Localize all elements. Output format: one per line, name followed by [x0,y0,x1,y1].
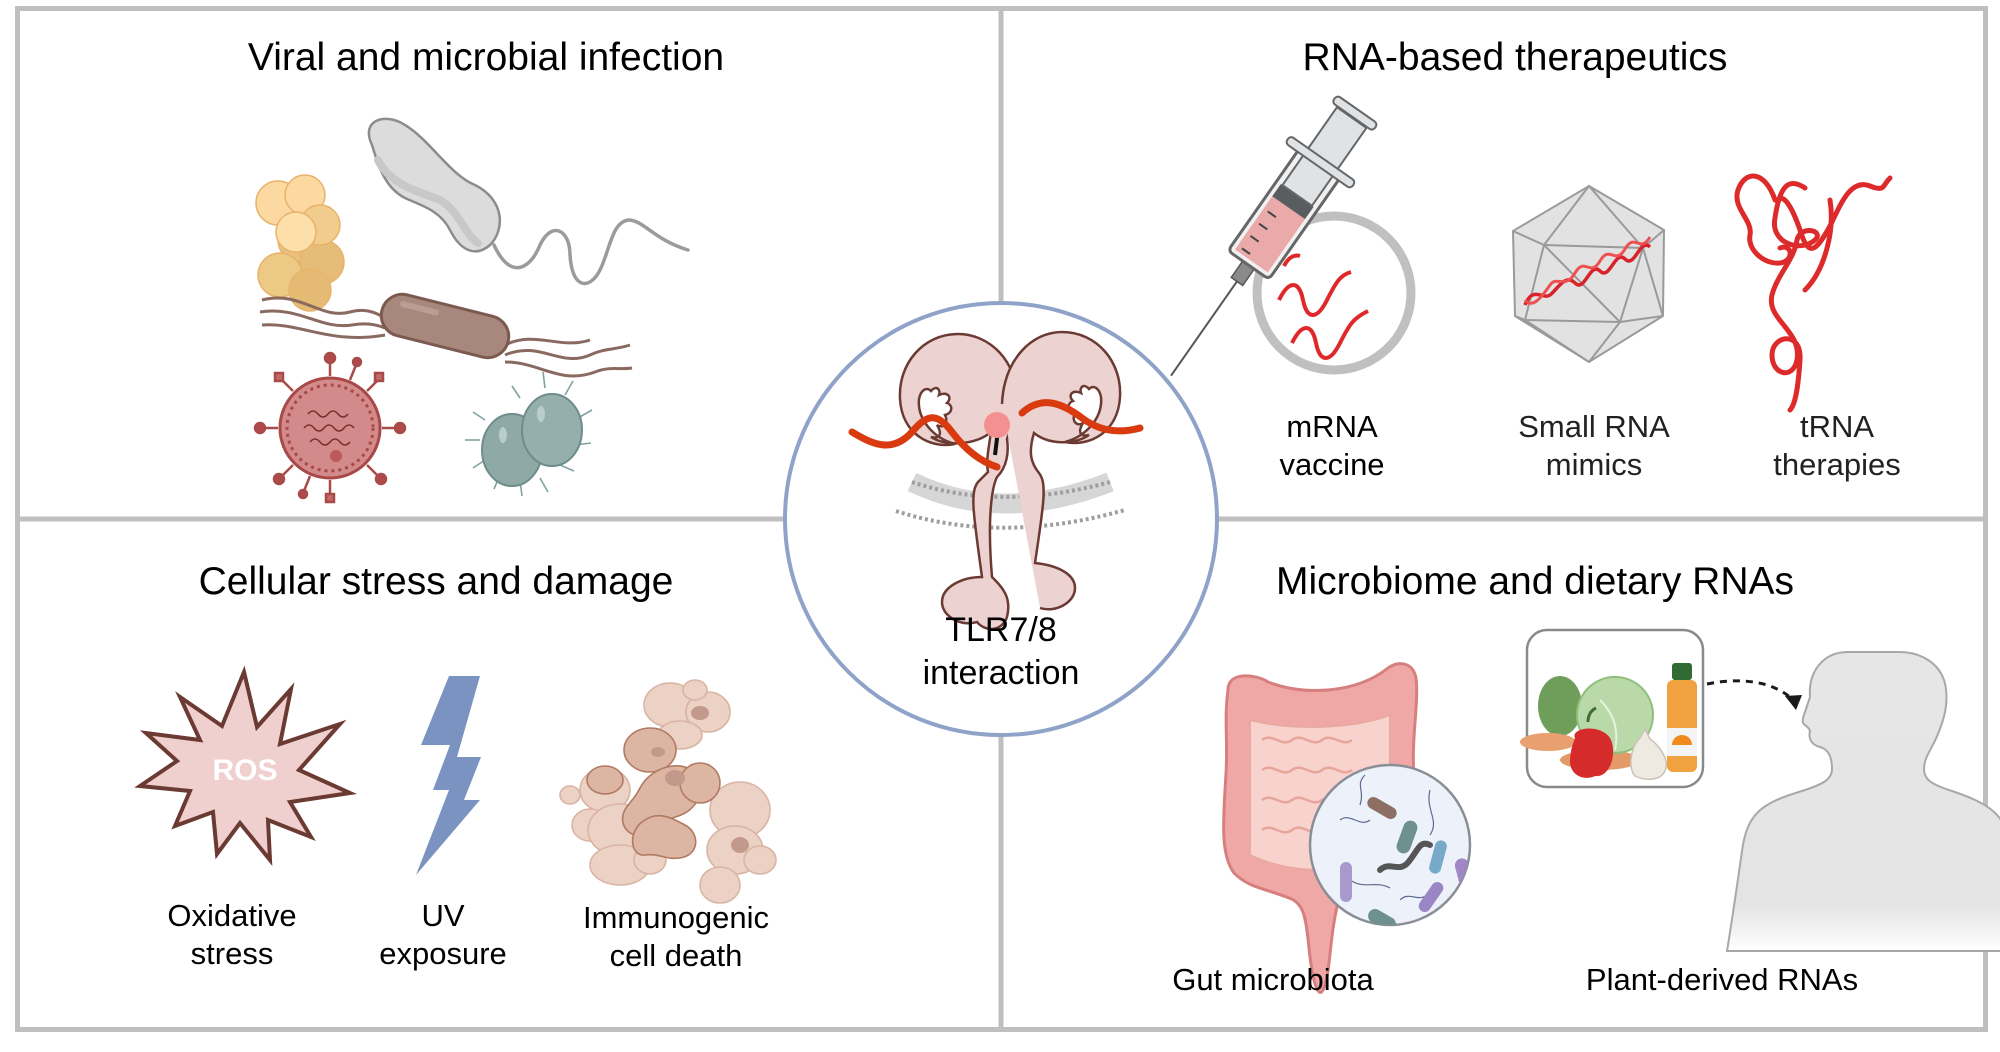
item-label: Oxidative [167,898,296,933]
panel-title: RNA-based therapeutics [1303,36,1728,79]
icosahedron-rna-icon [1511,184,1666,364]
food-to-human-icon [1520,628,2000,952]
center-tlr-badge: TLR7/8 interaction [783,301,1219,737]
staphylococcus-cluster-icon [255,174,345,312]
item-label: UV [421,898,464,933]
human-figure-icon [1725,650,2000,952]
ros-badge: ROS [212,754,277,787]
lightning-bolt-icon [416,676,481,875]
item-label: Plant-derived RNAs [1586,962,1858,997]
panel-therapeutics: RNA-based therapeutics mRNA vaccine [1170,36,1901,482]
trna-strand-icon [1734,173,1893,413]
item-label: exposure [379,936,507,971]
food-items [1520,663,1697,781]
ligand-icon [984,412,1010,438]
panel-title: Microbiome and dietary RNAs [1276,560,1794,603]
item-label: therapies [1773,447,1901,482]
item-label: Small RNA [1518,409,1670,444]
panel-viral: Viral and microbial infection [248,36,724,504]
flagellated-bacterium-icon [367,117,690,286]
rod-bacterium-icon [259,292,633,378]
ros-burst-icon: ROS [134,665,358,867]
item-label: mRNA [1286,409,1378,444]
panel-stress: Cellular stress and damage ROS Oxidative… [134,560,777,973]
dying-cells-icon [559,679,777,904]
dashed-arrow [1706,679,1795,702]
virus-icon [253,351,407,504]
item-label: tRNA [1800,409,1874,444]
item-label: Gut microbiota [1172,962,1374,997]
item-label: vaccine [1279,447,1384,482]
panel-title: Cellular stress and damage [199,560,674,603]
arrow-head-icon [1785,695,1802,710]
item-label: Immunogenic [583,900,769,935]
syringe-lnp-icon [1170,95,1416,377]
item-label: stress [191,936,274,971]
diplococcus-icon [465,371,593,497]
intestine-microbiota-icon [1222,662,1472,994]
item-label: cell death [610,938,743,973]
item-label: mimics [1546,447,1642,482]
center-title-line1: TLR7/8 [945,611,1057,649]
tlr-receptor-icon [848,330,1144,631]
membrane-bilayer [895,472,1126,530]
panel-microbiome: Microbiome and dietary RNAs [1172,560,2000,997]
center-title-line2: interaction [923,654,1080,692]
panel-title: Viral and microbial infection [248,36,724,79]
